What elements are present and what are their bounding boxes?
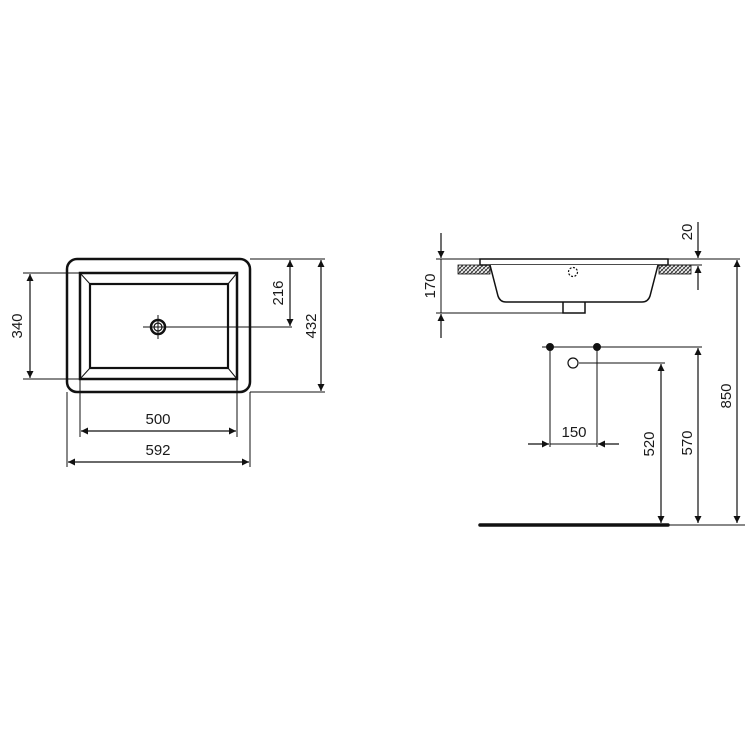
dim-label-216: 216 — [270, 280, 287, 305]
dim-label-592: 592 — [145, 442, 170, 459]
waste-position-icon — [567, 357, 579, 369]
dim-label-170: 170 — [422, 273, 439, 298]
basin-bowl-inner — [88, 282, 230, 370]
dim-label-570: 570 — [679, 430, 696, 455]
basin-bowl-outer — [78, 271, 239, 381]
basin-profile — [489, 264, 659, 303]
countertop-right — [658, 264, 692, 275]
countertop-left — [457, 264, 491, 275]
dim-label-850: 850 — [718, 383, 735, 408]
waste-outlet — [562, 302, 586, 314]
dim-label-520: 520 — [641, 431, 658, 456]
dim-label-20: 20 — [679, 224, 696, 241]
drain-icon — [143, 315, 292, 339]
dim-label-432: 432 — [303, 313, 320, 338]
side-view — [436, 222, 745, 527]
dim-label-340: 340 — [9, 313, 26, 338]
dim-label-500: 500 — [145, 411, 170, 428]
overflow-icon — [567, 266, 579, 278]
basin-rim — [479, 258, 669, 266]
dim-label-150: 150 — [561, 424, 586, 441]
plan-view — [23, 257, 325, 467]
basin-outer-rim — [65, 257, 252, 394]
